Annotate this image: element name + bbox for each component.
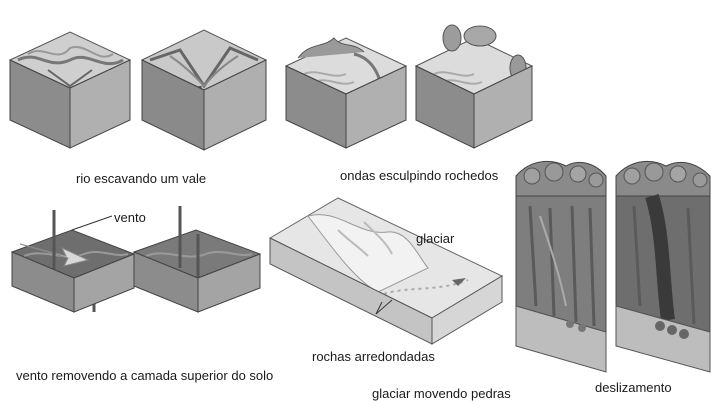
river-valley-block-before [8, 20, 140, 160]
waves-block-before [284, 28, 408, 150]
landslide-block-before [510, 156, 612, 376]
wind-block-after [132, 200, 264, 350]
landslide-block-after [612, 156, 716, 376]
glacier-caption: glaciar movendo pedras [372, 386, 511, 401]
waves-block-after [414, 22, 534, 150]
river-valley-block-after [140, 20, 275, 160]
rounded-rocks-label: rochas arredondadas [312, 349, 435, 364]
glacier-block [268, 196, 504, 346]
waves-caption: ondas esculpindo rochedos [340, 168, 498, 183]
wind-pointer-line [70, 210, 114, 234]
glacier-label: glaciar [416, 231, 454, 246]
river-caption: rio escavando um vale [76, 171, 206, 186]
landslide-caption: deslizamento [595, 380, 672, 395]
wind-caption: vento removendo a camada superior do sol… [16, 368, 273, 383]
wind-arrow-label: vento [114, 210, 146, 225]
